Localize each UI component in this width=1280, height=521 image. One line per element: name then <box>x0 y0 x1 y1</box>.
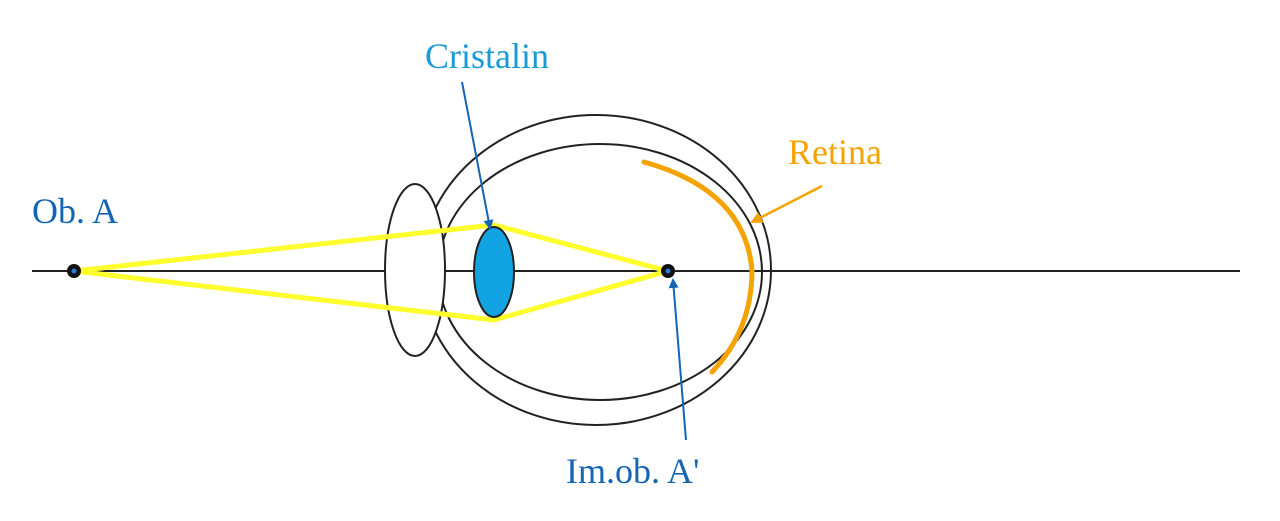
object-point-center <box>71 268 77 274</box>
cornea <box>384 183 446 357</box>
lens-pointer-arrow <box>461 81 494 230</box>
lens <box>473 226 515 318</box>
lens-label: Cristalin <box>425 36 549 76</box>
retina-label: Retina <box>788 132 882 172</box>
object-label: Ob. A <box>32 191 118 231</box>
image-label: Im.ob. A' <box>566 451 700 491</box>
image-pointer-arrow <box>668 278 687 441</box>
ray-bottom <box>73 268 669 323</box>
ray-top <box>73 222 669 274</box>
image-point-center <box>665 268 671 274</box>
retina-pointer-arrow <box>750 184 823 224</box>
retina-arc <box>641 159 755 375</box>
